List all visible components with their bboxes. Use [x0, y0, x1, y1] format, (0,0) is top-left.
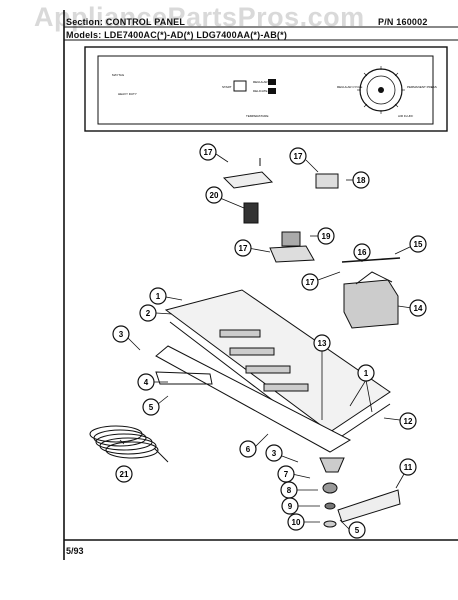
- callout-17: 17: [301, 273, 319, 291]
- callout-6: 6: [239, 440, 257, 458]
- svg-text:13: 13: [318, 339, 327, 348]
- svg-text:17: 17: [204, 148, 213, 157]
- panel-rail: [155, 345, 352, 453]
- callout-11: 11: [399, 458, 417, 476]
- part-number: P/N 160002: [378, 17, 428, 27]
- callout-17: 17: [234, 239, 252, 257]
- svg-text:17: 17: [239, 244, 248, 253]
- svg-text:9: 9: [288, 502, 293, 511]
- callout-14: 14: [409, 299, 427, 317]
- panel-brand: MAYTAG: [112, 73, 125, 77]
- svg-text:3: 3: [272, 449, 277, 458]
- callout-21: 21: [115, 465, 133, 483]
- callout-17: 17: [199, 143, 217, 161]
- svg-text:6: 6: [246, 445, 251, 454]
- svg-text:20: 20: [210, 191, 219, 200]
- control-panel-illustration: MAYTAG HEAVY DUTY START REGULAR DELICATE…: [84, 46, 448, 132]
- panel-left-caption: HEAVY DUTY: [118, 92, 137, 96]
- callout-19: 19: [317, 227, 335, 245]
- callout-17: 17: [289, 147, 307, 165]
- callout-16: 16: [353, 243, 371, 261]
- svg-text:4: 4: [144, 378, 149, 387]
- relay: [315, 173, 339, 189]
- footer-date: 5/93: [66, 546, 84, 556]
- leader-lines: [119, 153, 413, 531]
- timer-left-label: REGULAR CYCLE: [337, 85, 362, 89]
- callout-1: 1: [357, 364, 375, 382]
- callout-3: 3: [112, 325, 130, 343]
- callout-9: 9: [281, 497, 299, 515]
- svg-text:21: 21: [120, 470, 129, 479]
- svg-text:7: 7: [284, 470, 289, 479]
- callout-3: 3: [265, 444, 283, 462]
- switch-bracket: [222, 171, 274, 189]
- callout-20: 20: [205, 186, 223, 204]
- timer-right-label: PERMANENT PRESS: [407, 85, 437, 89]
- temp-label-2: DELICATE: [253, 89, 267, 93]
- svg-text:12: 12: [404, 417, 413, 426]
- callout-8: 8: [280, 481, 298, 499]
- start-switch: [269, 245, 315, 263]
- svg-text:16: 16: [358, 248, 367, 257]
- svg-text:11: 11: [404, 463, 413, 472]
- end-cap: [337, 489, 401, 523]
- knob-insert: [324, 502, 336, 510]
- svg-text:18: 18: [357, 176, 366, 185]
- callout-13: 13: [313, 334, 331, 352]
- callout-2: 2: [139, 304, 157, 322]
- svg-text:3: 3: [119, 330, 124, 339]
- knob-skirt: [319, 457, 345, 473]
- parts-drawings: [89, 158, 401, 528]
- callout-4: 4: [137, 373, 155, 391]
- knob: [322, 482, 338, 494]
- timer-bottom-label: AIR FLUFF: [398, 114, 413, 118]
- svg-text:1: 1: [156, 292, 161, 301]
- start-label: START: [222, 85, 232, 89]
- svg-text:8: 8: [287, 486, 292, 495]
- callout-1: 1: [149, 287, 167, 305]
- svg-text:5: 5: [149, 403, 154, 412]
- temp-switch-top: [268, 79, 276, 85]
- svg-text:17: 17: [306, 278, 315, 287]
- callout-7: 7: [277, 465, 295, 483]
- panel-bottom-caption: TEMPERATURE: [246, 114, 268, 118]
- callout-10: 10: [287, 513, 305, 531]
- callout-18: 18: [352, 171, 370, 189]
- svg-text:19: 19: [322, 232, 331, 241]
- models-line: Models: LDE7400AC(*)-AD(*) LDG7400AA(*)-…: [66, 30, 288, 40]
- callout-5: 5: [142, 398, 160, 416]
- timer-rod: [341, 257, 401, 263]
- temp-label-1: REGULAR: [253, 80, 268, 84]
- svg-text:14: 14: [414, 304, 423, 313]
- callout-5: 5: [348, 521, 366, 539]
- svg-text:1: 1: [364, 369, 369, 378]
- callout-12: 12: [399, 412, 417, 430]
- svg-text:10: 10: [292, 518, 301, 527]
- wire-harness: [89, 425, 169, 463]
- callouts: 17 17 18 20 19 17 15 16 17 14 1 2 3 13 1…: [112, 143, 427, 539]
- callout-15: 15: [409, 235, 427, 253]
- svg-text:15: 15: [414, 240, 423, 249]
- end-bracket: [155, 371, 213, 385]
- temp-switch: [243, 202, 259, 224]
- temp-switch-bottom: [268, 88, 276, 94]
- timer-motor: [343, 279, 399, 329]
- svg-text:5: 5: [355, 526, 360, 535]
- start-button: [233, 80, 247, 92]
- section-title: Section: CONTROL PANEL: [66, 17, 186, 27]
- knob-clip: [323, 520, 337, 528]
- svg-text:17: 17: [294, 152, 303, 161]
- svg-text:2: 2: [146, 309, 151, 318]
